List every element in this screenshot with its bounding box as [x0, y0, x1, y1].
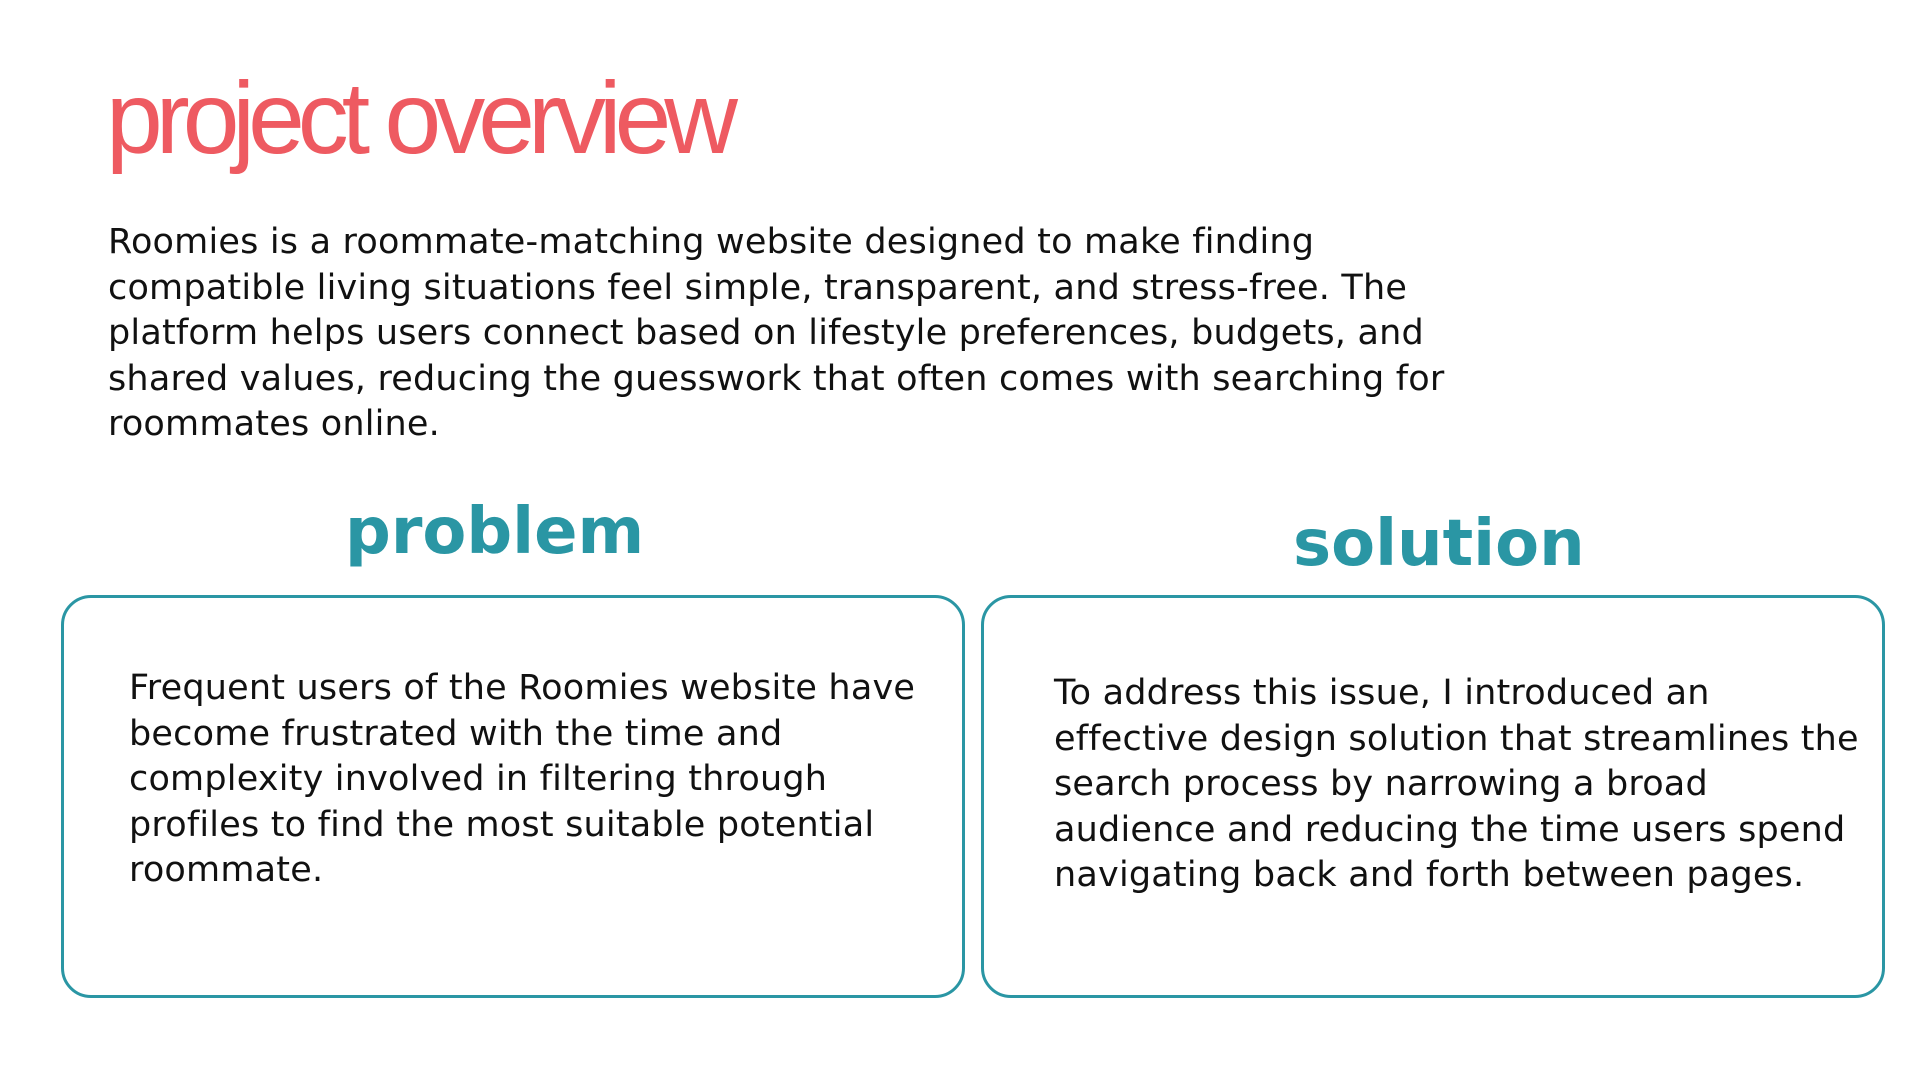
- problem-card: Frequent users of the Roomies website ha…: [61, 595, 965, 998]
- problem-text: Frequent users of the Roomies website ha…: [129, 668, 916, 890]
- solution-heading: solution: [1293, 507, 1585, 581]
- solution-card: To address this issue, I introduced an e…: [981, 595, 1885, 998]
- problem-heading: problem: [345, 495, 645, 569]
- solution-text: To address this issue, I introduced an e…: [1054, 673, 1859, 895]
- page-title: project overview: [106, 61, 738, 175]
- overview-paragraph: Roomies is a roommate-matching website d…: [108, 222, 1445, 444]
